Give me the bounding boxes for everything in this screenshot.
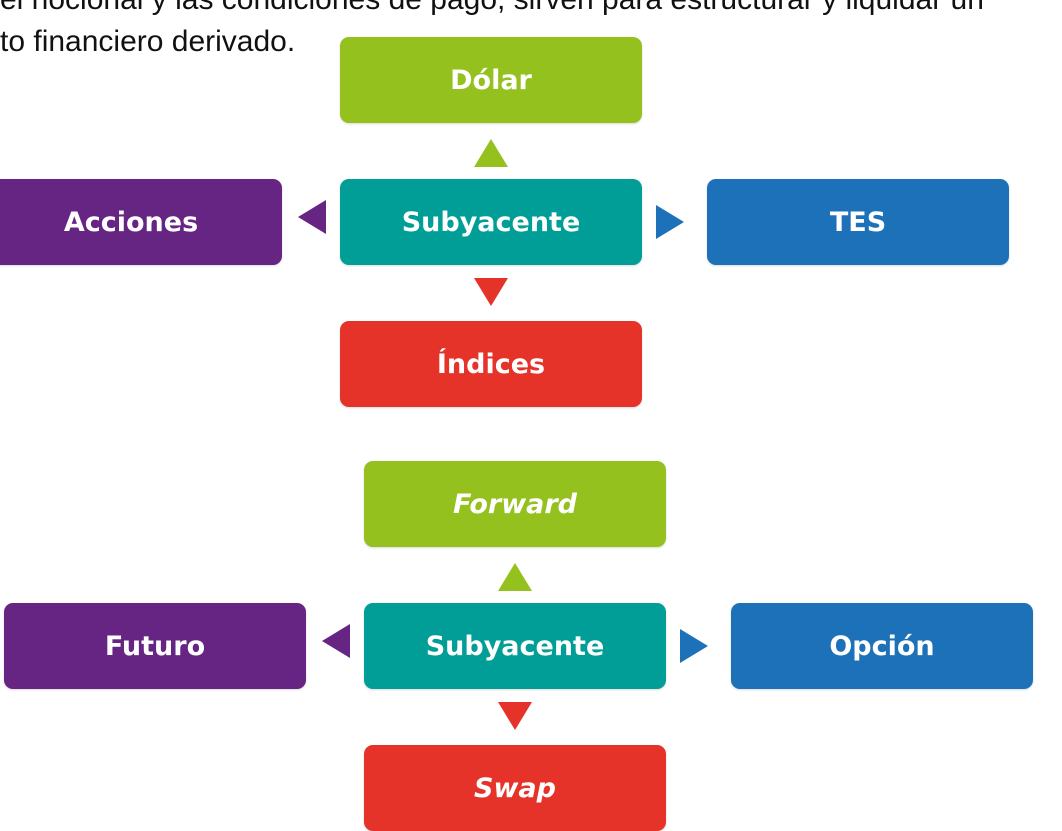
box-dolar: Dólar	[340, 37, 642, 123]
box-futuro: Futuro	[4, 603, 306, 689]
arrow-down-icon	[498, 702, 532, 730]
box-subyacente-2: Subyacente	[364, 603, 666, 689]
paragraph-line-2: to financiero derivado.	[0, 25, 296, 58]
arrow-left-icon	[322, 624, 350, 658]
paragraph-line-1: el nocional y las condiciones de pago, s…	[0, 0, 1062, 18]
arrow-up-icon	[474, 139, 508, 167]
box-indices: Índices	[340, 321, 642, 407]
arrow-right-icon	[680, 629, 708, 663]
box-tes: TES	[707, 179, 1009, 265]
box-forward: Forward	[364, 461, 666, 547]
box-swap: Swap	[364, 745, 666, 831]
box-opcion: Opción	[731, 603, 1033, 689]
box-acciones: Acciones	[0, 179, 282, 265]
arrow-down-icon	[474, 278, 508, 306]
box-subyacente-1: Subyacente	[340, 179, 642, 265]
arrow-right-icon	[656, 205, 684, 239]
arrow-up-icon	[498, 563, 532, 591]
arrow-left-icon	[298, 200, 326, 234]
